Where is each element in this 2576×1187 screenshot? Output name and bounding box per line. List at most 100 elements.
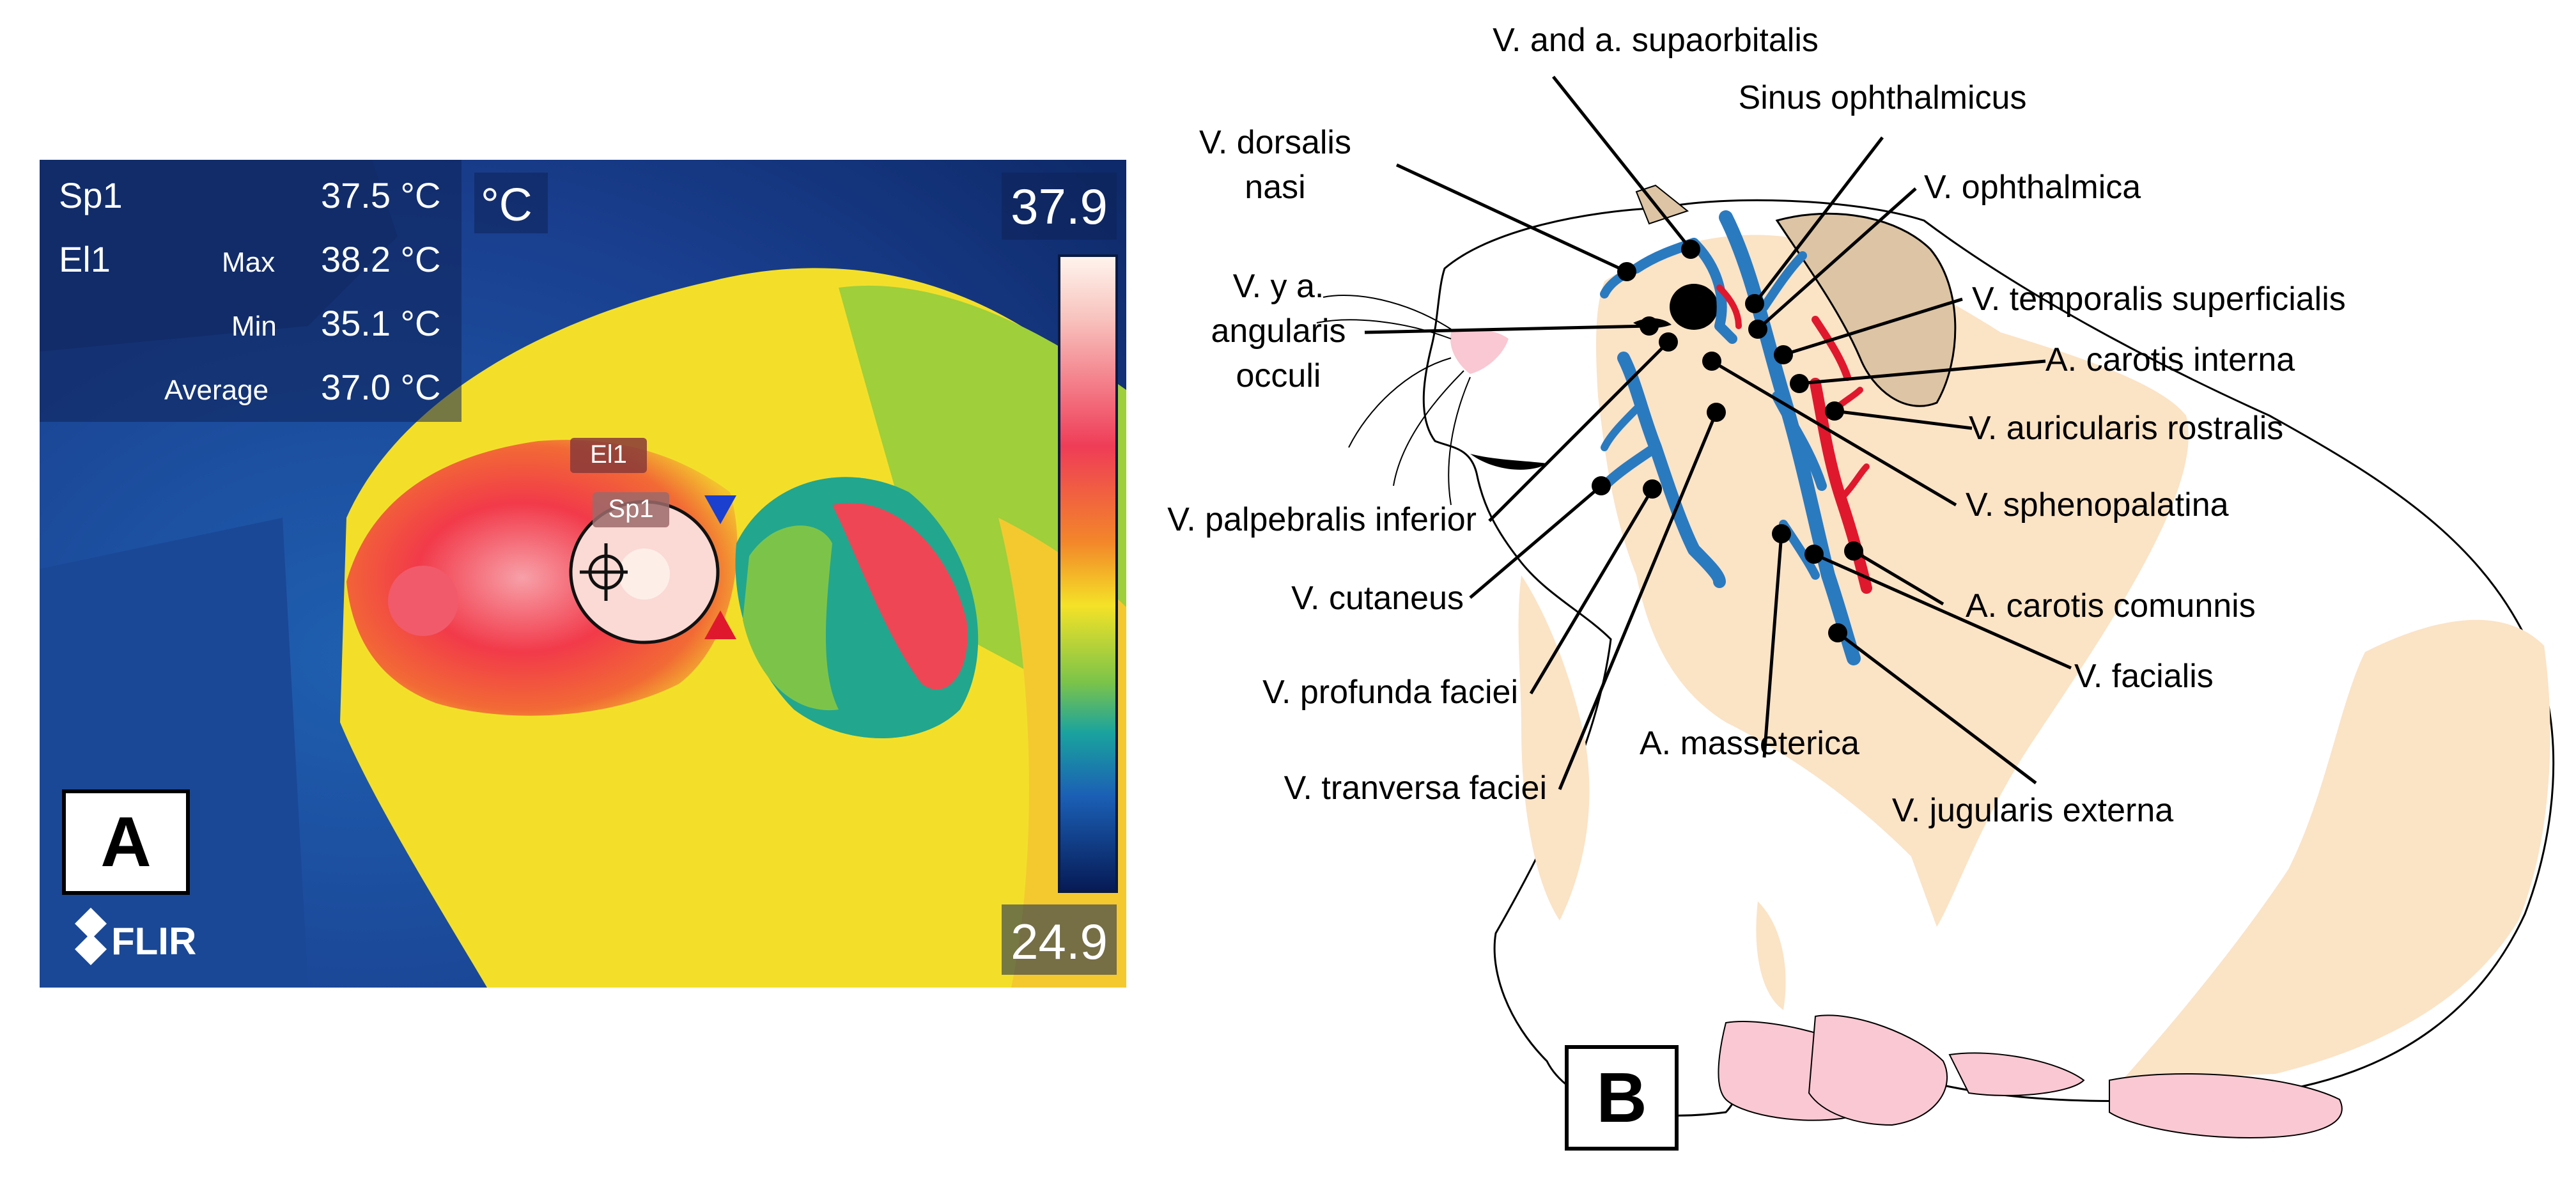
leader-ophthalmica (1757, 187, 1917, 330)
label-profunda: V. profunda faciei (1262, 674, 1518, 711)
label-carotis-comunnis: A. carotis comunnis (1966, 587, 2256, 625)
readout-2-value: 35.1 °C (321, 303, 440, 343)
color-scale-bar (1058, 254, 1118, 893)
label-angularis-1: V. y a. (1233, 268, 1324, 305)
vein-auricular (1772, 391, 1827, 491)
el1-tag-bg (570, 438, 647, 473)
sp1-tag: Sp1 (608, 495, 653, 523)
leader-masseterica (1762, 533, 1783, 758)
label-masseterica: A. masseterica (1640, 725, 1859, 762)
label-supraorbitalis: V. and a. supaorbitalis (1493, 22, 1819, 59)
mouth (1470, 454, 1547, 470)
flir-logo-icon-lower (75, 933, 107, 965)
label-dorsalis-2: nasi (1245, 169, 1305, 206)
ear (1775, 212, 1957, 407)
min-marker-icon (704, 610, 736, 639)
leader-auricularis (1834, 409, 1973, 430)
label-cutaneus: V. cutaneus (1291, 580, 1464, 617)
label-sinus: Sinus ophthalmicus (1739, 79, 2027, 116)
tan-fur-chest (1518, 575, 1590, 920)
whisker-4 (1393, 370, 1464, 486)
marker-ophthalmica (1748, 320, 1767, 339)
crosshair-ring (588, 554, 624, 590)
thermal-image: El1 Sp1 Sp1 37.5 °C El1 Max 38.2 °C Min … (40, 160, 1126, 988)
tan-fur-leg (1756, 901, 1786, 1010)
scale-max-box (1002, 173, 1117, 240)
leader-temporalis (1783, 297, 1963, 357)
leader-sphenopalatina (1711, 359, 1957, 507)
panel-b-letter: B (1565, 1045, 1679, 1151)
artery-temporal (1812, 316, 1851, 381)
label-sphenopalatina: V. sphenopalatina (1966, 486, 2229, 524)
label-angularis-2: angularis (1211, 313, 1346, 350)
thermal-image-panel: El1 Sp1 Sp1 37.5 °C El1 Max 38.2 °C Min … (40, 160, 1126, 988)
scale-min-box (1002, 904, 1117, 975)
leader-facialis (1813, 552, 2072, 670)
label-tranversa: V. tranversa faciei (1284, 770, 1547, 807)
readout-0-name: Sp1 (59, 175, 123, 215)
unit-symbol: °C (481, 180, 532, 231)
readout-box (40, 160, 462, 422)
marker-sphenopalatina (1702, 352, 1721, 371)
marker-palpebralis (1659, 332, 1678, 352)
marker-supraorbitalis (1681, 240, 1700, 259)
leader-profunda (1529, 488, 1654, 695)
ear-warm-region (832, 502, 968, 690)
artery-branch-b (1838, 463, 1870, 502)
el1-core (619, 548, 670, 600)
leader-jugularis (1836, 632, 2037, 784)
label-temporalis: V. temporalis superficialis (1972, 281, 2346, 318)
leader-supraorbitalis (1552, 75, 1692, 251)
leader-dorsalis (1395, 163, 1628, 274)
label-jugularis: V. jugularis externa (1892, 792, 2173, 829)
whisker-1 (1323, 295, 1452, 330)
max-marker-icon (704, 495, 736, 524)
marker-dorsalis (1617, 262, 1636, 281)
whisker-3 (1348, 357, 1452, 448)
label-angularis-3: occuli (1236, 357, 1321, 394)
readout-1-name: El1 (59, 239, 111, 279)
marker-profunda (1643, 479, 1662, 499)
label-auricularis: V. auricularis rostralis (1969, 410, 2283, 447)
el1-tag: El1 (590, 440, 627, 469)
readout-0-value: 37.5 °C (321, 175, 440, 215)
vein-main (1719, 210, 1861, 665)
whisker-5 (1448, 376, 1471, 506)
label-facialis: V. facialis (2074, 658, 2214, 695)
nose-hotspot (388, 566, 458, 636)
panel-a-letter: A (62, 789, 190, 895)
leader-carotis-comunnis (1852, 549, 1944, 606)
leader-palpebralis (1488, 341, 1670, 522)
leader-tranversa (1558, 412, 1718, 790)
marker-masseterica (1772, 524, 1791, 543)
readout-2-sub: Min (231, 311, 277, 342)
label-ophthalmica: V. ophthalmica (1924, 169, 2141, 206)
leader-cutaneus (1469, 485, 1602, 599)
marker-jugularis (1828, 623, 1847, 642)
markers (1592, 240, 1863, 642)
tan-fur-head-neck (1596, 235, 2189, 927)
nose (1450, 329, 1509, 374)
leader-lines (1364, 75, 2072, 790)
artery-supraorbital (1716, 284, 1742, 329)
leader-sinus (1753, 136, 1884, 305)
marker-facialis (1804, 545, 1824, 564)
scale-max: 37.9 (1011, 178, 1108, 235)
sp1-tag-bg (593, 492, 669, 527)
marker-tranversa (1707, 403, 1726, 422)
marker-angularis (1640, 316, 1659, 336)
front-foot-right (1808, 1014, 1948, 1126)
leader-angularis (1364, 324, 1650, 334)
marker-temporalis (1774, 345, 1793, 364)
tan-fur-rump (2122, 619, 2550, 1080)
hind-foot-outer (2109, 1073, 2343, 1139)
marker-carotis-interna (1790, 374, 1809, 393)
flir-brand: FLIR (111, 920, 196, 963)
readout-3-sub: Average (164, 375, 268, 406)
leader-carotis-interna (1799, 359, 2046, 385)
whisker-2 (1316, 319, 1452, 339)
marker-auricularis (1825, 401, 1844, 421)
marker-carotis-comunnis (1844, 541, 1863, 561)
vein-facial-deep (1617, 352, 1726, 588)
